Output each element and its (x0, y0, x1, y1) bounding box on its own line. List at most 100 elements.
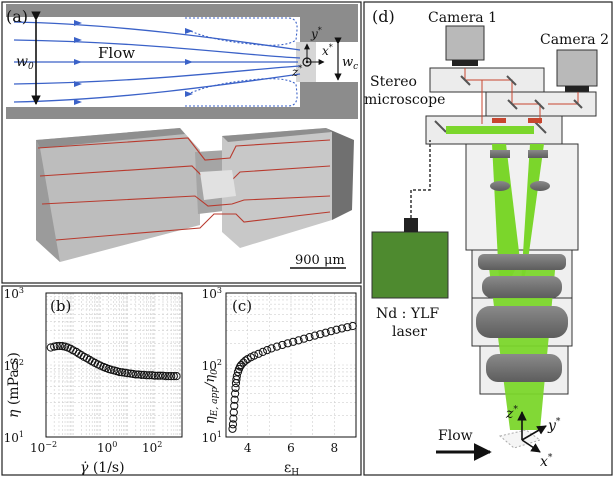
b-xtick-0.01: 10−2 (30, 440, 57, 455)
chart-c-series (228, 321, 357, 433)
c-ytick-10: 101 (202, 430, 222, 445)
b-data-point (158, 371, 168, 380)
microscope-label-1: Stereo (370, 74, 417, 90)
b-ylabel: η (mPa s) (6, 352, 22, 418)
x-star-label: x* (322, 43, 333, 58)
c-data-point (299, 334, 309, 343)
streamlines (13, 21, 301, 103)
b-data-point (142, 371, 151, 380)
b-data-point (123, 369, 132, 378)
camera1-label: Camera 1 (428, 10, 497, 26)
streamline-arrows (74, 20, 193, 105)
chart-c-axes (225, 292, 357, 438)
c-data-point (254, 349, 263, 358)
c-data-point (228, 424, 237, 433)
b-data-point (139, 370, 149, 379)
b-data-point (52, 342, 61, 351)
c-xtick: 8 (331, 441, 339, 455)
b-data-point (137, 370, 146, 379)
c-data-point (316, 330, 325, 339)
b-data-point (118, 368, 127, 377)
chart-b-axes (45, 292, 183, 438)
laser (371, 140, 449, 299)
b-data-point (172, 372, 181, 381)
b-ytick-1000: 103 (4, 286, 24, 301)
flow-label-a: Flow (98, 44, 135, 62)
c-data-point (230, 401, 239, 411)
c-data-point (294, 336, 303, 345)
c-data-point (237, 360, 246, 370)
c-data-point (343, 323, 352, 332)
camera2 (556, 49, 598, 92)
panel-bc-frame (1, 285, 362, 476)
channel-top-wall (6, 4, 358, 17)
c-data-point (229, 414, 238, 423)
c-data-point (232, 372, 241, 381)
c-data-point (228, 420, 238, 429)
c-data-point (267, 344, 276, 353)
c-data-point (348, 321, 357, 331)
c-ytick-1000: 103 (202, 286, 222, 301)
c-data-point (231, 389, 240, 398)
flow-label-d: Flow (438, 428, 473, 444)
c-ytick-100: 102 (202, 358, 222, 373)
c-data-point (230, 395, 239, 404)
panel-label-b: (b) (50, 297, 71, 315)
b-xtick-100: 102 (142, 440, 162, 455)
c-data-point (326, 327, 336, 336)
c-xtick: 6 (287, 441, 295, 455)
b-data-point (169, 372, 178, 381)
corner-vortices (185, 17, 298, 107)
microscope-label-2: microscope (364, 92, 445, 108)
b-ytick-100: 102 (4, 358, 24, 373)
panel-label-d: (d) (372, 7, 395, 26)
c-xlabel: εH (284, 460, 299, 477)
y-star-label: y* (310, 26, 322, 41)
c-xticks: 4 6 8 (244, 441, 338, 455)
b-data-point (55, 341, 64, 351)
b-data-point (161, 372, 170, 381)
channel-bottom-wall (6, 107, 358, 119)
b-data-point (145, 371, 154, 380)
c-data-point (231, 383, 240, 393)
panel-d-frame (363, 1, 613, 476)
z-star-label-d: z* (505, 405, 518, 422)
laser-label-1: Nd : YLF (376, 306, 439, 322)
c-data-point (278, 340, 287, 350)
c-data-point (229, 408, 238, 417)
c-data-point (305, 333, 314, 342)
c-data-point (310, 331, 319, 340)
chart-b (45, 292, 183, 438)
channel-schematic (6, 4, 358, 119)
contraction-top-block (300, 17, 358, 42)
b-xlabel: γ̇ (1/s) (80, 460, 125, 476)
b-data-point (129, 369, 138, 379)
scale-bar-label: 900 μm (295, 253, 345, 268)
b-data-point (46, 343, 55, 352)
c-data-point (258, 347, 267, 357)
b-xtick-1: 100 (97, 440, 117, 455)
c-data-point (263, 346, 272, 355)
objective-housing (465, 143, 579, 430)
c-data-point (332, 325, 341, 334)
c-xtick: 4 (244, 441, 252, 455)
c-data-point (283, 339, 292, 348)
camera1 (445, 25, 485, 66)
c-ylabel: ηE, app/η0 (203, 369, 220, 424)
b-data-point (131, 370, 140, 379)
y-star-label-d: y* (547, 417, 561, 434)
b-data-point (164, 372, 173, 381)
chart-b-series (46, 341, 181, 381)
b-data-point (150, 371, 159, 380)
b-data-point (134, 370, 143, 379)
flow-cell-axes (436, 411, 547, 461)
b-ytick-10: 101 (4, 430, 24, 445)
b-data-point (148, 371, 157, 380)
b-data-point (156, 371, 165, 380)
w0-label: w0 (16, 54, 34, 72)
c-data-point (321, 328, 330, 337)
camera2-label: Camera 2 (540, 32, 609, 48)
laser-label-2: laser (392, 324, 427, 340)
c-data-point (250, 351, 259, 360)
